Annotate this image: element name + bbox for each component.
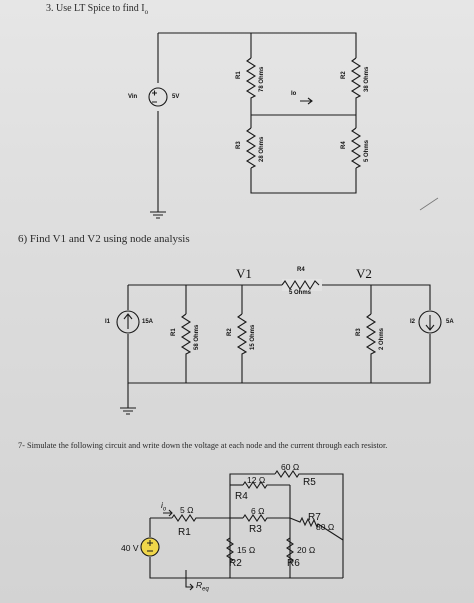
p6-i2-value: 5A <box>446 319 454 325</box>
p7-r5-zigzag <box>274 470 344 578</box>
p6-node-v2: V2 <box>356 266 372 281</box>
p7-r4-value: 12 Ω <box>247 475 266 485</box>
p7-r1-name: R1 <box>178 527 191 538</box>
p3-current-label: Io <box>291 91 297 97</box>
p7-current-label-sub: o <box>162 506 167 513</box>
p6-i1-name: I1 <box>105 319 111 325</box>
p7-r7-value: 80 Ω <box>316 522 335 532</box>
p3-r1-value: 78 Ohms <box>259 66 265 92</box>
p6-i2-name: I2 <box>410 319 416 325</box>
p6-r2-zigzag <box>236 313 248 356</box>
p6-r1-value: 58 Ohms <box>194 324 200 350</box>
p3-r4-name: R4 <box>341 141 347 149</box>
p3-r4-zigzag <box>350 127 362 169</box>
p7-r7-name: R7 <box>308 512 321 523</box>
problem-3-title: 3. Use LT Spice to find Io <box>46 3 148 16</box>
p7-r7-zigzag <box>289 516 344 541</box>
p7-r2-zigzag <box>226 537 234 563</box>
p7-r5-name: R5 <box>303 477 316 488</box>
problem-3-title-subscript: o <box>144 8 149 16</box>
p6-r4-value: 5 Ohms <box>289 290 312 296</box>
p3-io-arrow-icon <box>300 97 313 105</box>
p3-r1-name: R1 <box>236 71 242 79</box>
problem-6-title: 6) Find V1 and V2 using node analysis <box>18 233 190 245</box>
p7-current-label-text: i <box>161 500 163 510</box>
p6-node-v1: V1 <box>236 266 252 281</box>
p7-r6-value: 20 Ω <box>297 545 316 555</box>
circuit-7 <box>149 470 344 591</box>
p3-r3-value: 28 Ohms <box>259 136 265 162</box>
p3-r2-zigzag <box>350 57 362 100</box>
p7-r6-zigzag <box>286 537 294 563</box>
p7-r2-name: R2 <box>229 558 242 569</box>
p6-current-source-i1-icon <box>116 310 140 334</box>
p6-r3-name: R3 <box>356 328 362 336</box>
p7-req-label-text: R <box>196 580 203 590</box>
problem-7-title: 7- Simulate the following circuit and wr… <box>18 441 388 450</box>
p7-req-label-sub: eq <box>202 586 209 593</box>
p7-req-label: Req <box>196 580 209 593</box>
p3-source-value: 5V <box>172 94 180 100</box>
p7-r3-zigzag <box>242 514 290 522</box>
p7-r1-zigzag <box>171 514 230 522</box>
p7-r3-name: R3 <box>249 524 262 535</box>
problem-3-title-text: 3. Use LT Spice to find I <box>46 3 145 14</box>
circuit-3 <box>148 32 362 219</box>
p7-r6-name: R6 <box>287 558 300 569</box>
p7-r4-name: R4 <box>235 491 248 502</box>
p7-r4-zigzag <box>242 481 290 489</box>
p6-r2-name: R2 <box>227 328 233 336</box>
p7-r5-value: 60 Ω <box>281 462 300 472</box>
p7-current-label: io <box>161 500 166 513</box>
p6-r1-zigzag <box>180 313 192 356</box>
p3-r3-zigzag <box>245 127 257 169</box>
circuit-6 <box>116 279 442 415</box>
p6-r4-zigzag <box>281 279 320 291</box>
p7-r3-value: 6 Ω <box>251 506 265 516</box>
p3-source-name: Vin <box>128 94 138 100</box>
p3-r3-name: R3 <box>236 141 242 149</box>
p6-r2-value: 15 Ohms <box>250 324 256 350</box>
p7-voltage-source-icon <box>140 537 160 557</box>
p6-r4-name: R4 <box>297 267 305 273</box>
p3-r2-name: R2 <box>341 71 347 79</box>
p7-r2-value: 15 Ω <box>237 545 256 555</box>
p7-req-marker <box>185 570 194 591</box>
p7-source-value: 40 V <box>121 543 139 553</box>
p3-r1-zigzag <box>245 57 257 100</box>
p3-ground-icon <box>150 211 166 219</box>
p6-i1-value: 15A <box>142 319 154 325</box>
p6-ground-icon <box>120 407 136 415</box>
p3-r4-value: 5 Ohms <box>364 139 370 162</box>
p6-current-source-i2-icon <box>418 310 442 334</box>
p6-r3-zigzag <box>365 313 377 356</box>
p3-r2-value: 38 Ohms <box>364 66 370 92</box>
p3-voltage-source-icon <box>148 87 168 107</box>
p6-r1-name: R1 <box>171 328 177 336</box>
p6-r3-value: 2 Ohms <box>379 327 385 350</box>
p7-r1-value: 5 Ω <box>180 505 194 515</box>
p7-io-arrow-icon <box>163 509 173 517</box>
